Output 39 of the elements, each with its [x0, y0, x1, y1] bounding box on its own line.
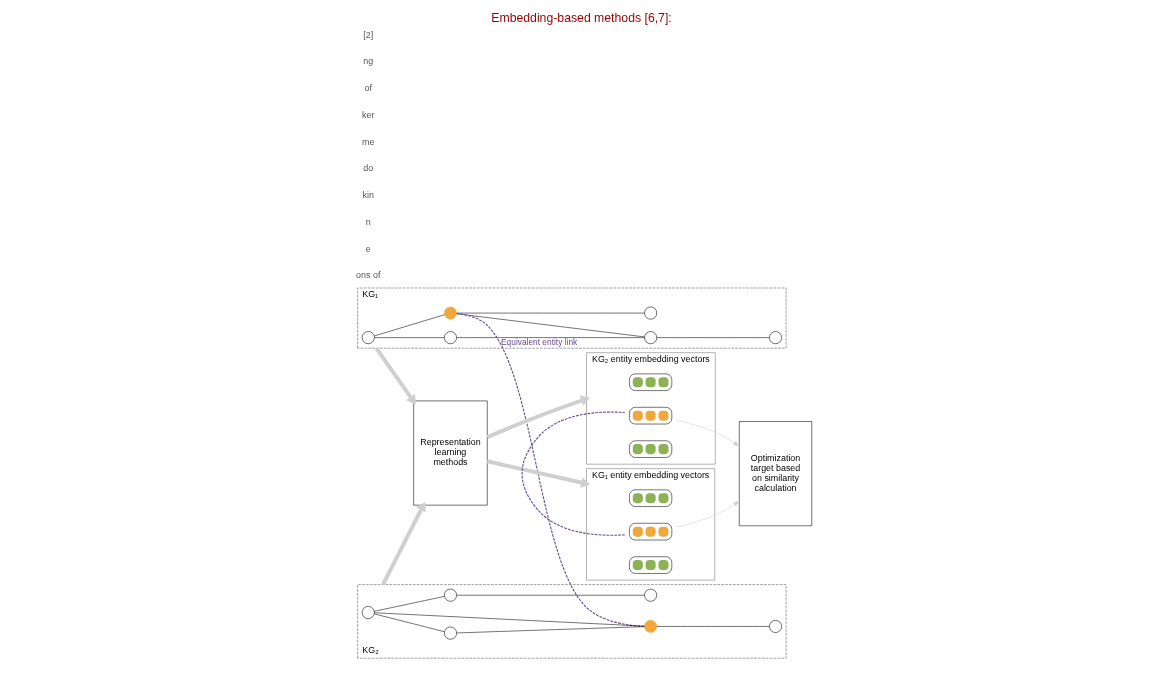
node-circle	[443, 306, 457, 320]
label: ng	[362, 56, 373, 67]
arrow	[380, 501, 426, 586]
label: do	[362, 163, 373, 174]
label: me	[361, 136, 374, 147]
label: ker	[361, 109, 374, 120]
node-circle	[361, 331, 375, 345]
node-circle	[361, 606, 375, 619]
connector	[521, 411, 625, 536]
arrow	[374, 347, 416, 405]
edge-label: Equivalent entity link	[500, 337, 577, 348]
label: [2]	[362, 29, 373, 40]
node-circle	[643, 306, 657, 320]
label: of	[364, 83, 372, 94]
cluster: KG₂	[356, 584, 786, 659]
label: e	[365, 243, 371, 254]
arrow	[675, 501, 740, 528]
node-circle	[643, 331, 657, 345]
cluster: KG₂ entity embedding vectors	[585, 352, 716, 465]
node-circle	[443, 626, 457, 640]
node-circle	[768, 620, 782, 633]
node-box: Representation learning methods	[412, 400, 488, 506]
cluster: KG₁ entity embedding vectors	[585, 468, 715, 581]
arrow	[486, 459, 590, 488]
label: n	[365, 216, 371, 227]
arrow	[486, 395, 590, 439]
diagram-title: Embedding-based methods [6,7]:	[490, 11, 672, 26]
connector	[373, 612, 645, 627]
node-circle	[443, 588, 457, 602]
connector	[455, 312, 645, 627]
label: ons of	[355, 270, 380, 281]
arrow	[675, 419, 740, 447]
label: kin	[362, 190, 374, 201]
node-circle	[768, 331, 782, 345]
node-box: Optimization target based on similarity calculation	[738, 421, 812, 527]
node-circle	[443, 331, 457, 345]
node-circle	[643, 588, 657, 602]
node-circle	[643, 620, 657, 633]
connector	[456, 626, 645, 634]
